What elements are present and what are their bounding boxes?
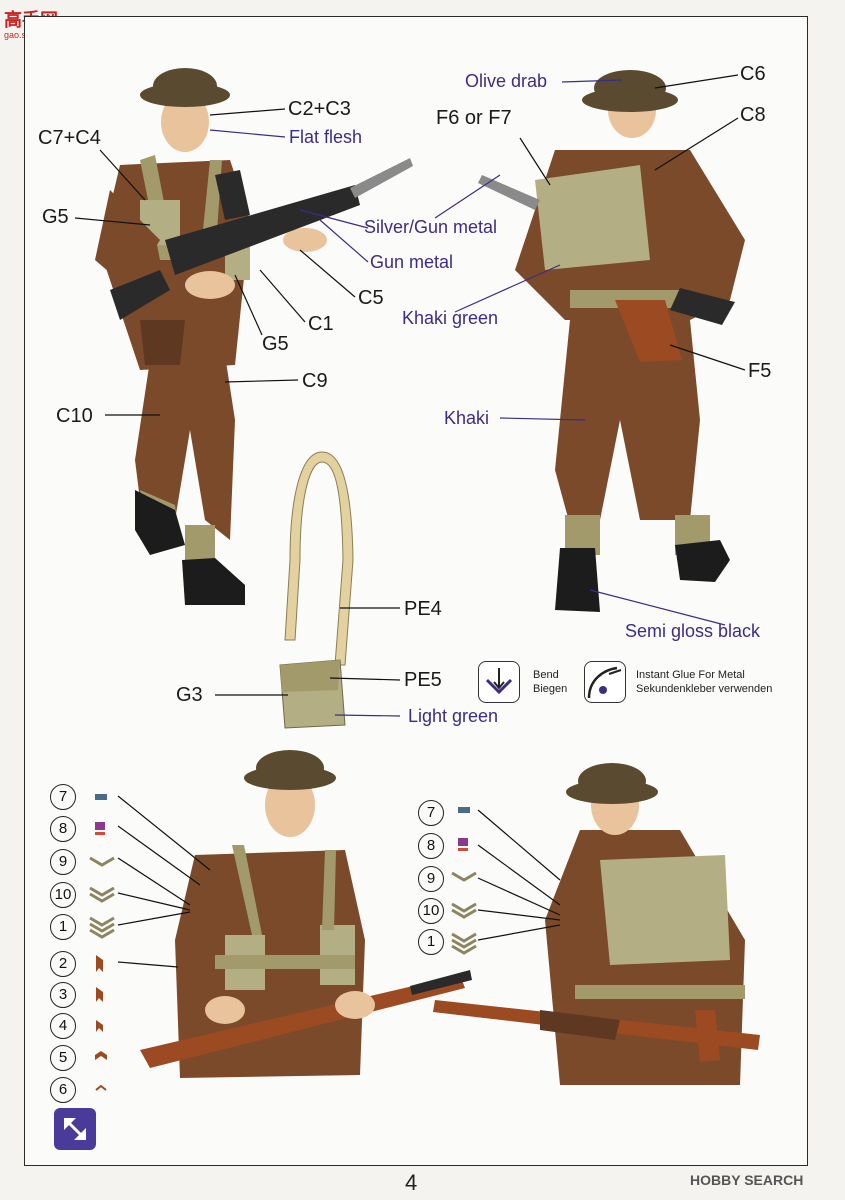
bend-icon bbox=[478, 661, 520, 703]
color-label-gun-metal: Gun metal bbox=[370, 252, 454, 272]
bend-label-en: Bend bbox=[533, 669, 559, 681]
bottom-left-soldier-figure bbox=[140, 750, 472, 1078]
insignia-number: 7 bbox=[50, 784, 76, 810]
glue-label-de: Sekundenkleber verwenden bbox=[636, 683, 773, 695]
label-f5: F5 bbox=[748, 360, 772, 382]
insignia-number: 10 bbox=[50, 882, 76, 908]
bag-figure bbox=[279, 451, 354, 729]
color-label-olive-drab: Olive drab bbox=[465, 71, 548, 91]
label-f6-or-f7: F6 or F7 bbox=[436, 107, 512, 129]
bend-label-de: Biegen bbox=[533, 683, 568, 695]
insignia-number: 1 bbox=[418, 929, 444, 955]
label-c10: C10 bbox=[56, 405, 93, 427]
label-c6: C6 bbox=[740, 63, 766, 85]
label-c2-c3: C2+C3 bbox=[288, 98, 351, 120]
label-c7-c4: C7+C4 bbox=[38, 127, 101, 149]
insignia-number: 2 bbox=[50, 951, 76, 977]
insignia-number: 10 bbox=[418, 898, 444, 924]
insignia-number: 4 bbox=[50, 1013, 76, 1039]
front-soldier-figure bbox=[95, 68, 413, 605]
insignia-number: 9 bbox=[50, 849, 76, 875]
insignia-number: 8 bbox=[50, 816, 76, 842]
label-pe5: PE5 bbox=[404, 669, 442, 691]
label-g5-top: G5 bbox=[42, 206, 69, 228]
insignia-number: 1 bbox=[50, 914, 76, 940]
color-label-light-green: Light green bbox=[408, 706, 499, 726]
color-label-silver-gun-metal: Silver/Gun metal bbox=[364, 217, 498, 237]
label-c1: C1 bbox=[308, 313, 334, 335]
leader-lines bbox=[74, 74, 746, 968]
insignia-number: 9 bbox=[418, 866, 444, 892]
bottom-right-soldier-figure bbox=[433, 763, 760, 1085]
color-label-khaki-green: Khaki green bbox=[402, 308, 499, 328]
color-label-flat-flesh: Flat flesh bbox=[289, 127, 363, 147]
label-g5-bottom: G5 bbox=[262, 333, 289, 355]
insignia-marks bbox=[89, 794, 477, 1091]
back-soldier-figure bbox=[478, 70, 745, 612]
label-c9: C9 bbox=[302, 370, 328, 392]
color-label-khaki: Khaki bbox=[444, 408, 490, 428]
label-c8: C8 bbox=[740, 104, 766, 126]
insignia-number: 6 bbox=[50, 1077, 76, 1103]
glue-label-en: Instant Glue For Metal bbox=[636, 669, 745, 681]
insignia-number: 3 bbox=[50, 982, 76, 1008]
page-number: 4 bbox=[405, 1170, 418, 1195]
insignia-number: 5 bbox=[50, 1045, 76, 1071]
footer-logo: HOBBY SEARCH bbox=[690, 1172, 804, 1188]
insignia-number: 8 bbox=[418, 833, 444, 859]
color-leader-lines bbox=[209, 79, 726, 717]
glue-icon bbox=[584, 661, 626, 703]
label-pe4: PE4 bbox=[404, 598, 442, 620]
label-g3: G3 bbox=[176, 684, 203, 706]
color-label-semi-gloss-black: Semi gloss black bbox=[625, 621, 761, 641]
label-c5: C5 bbox=[358, 287, 384, 309]
cross-reference-icon bbox=[54, 1108, 96, 1150]
insignia-number: 7 bbox=[418, 800, 444, 826]
